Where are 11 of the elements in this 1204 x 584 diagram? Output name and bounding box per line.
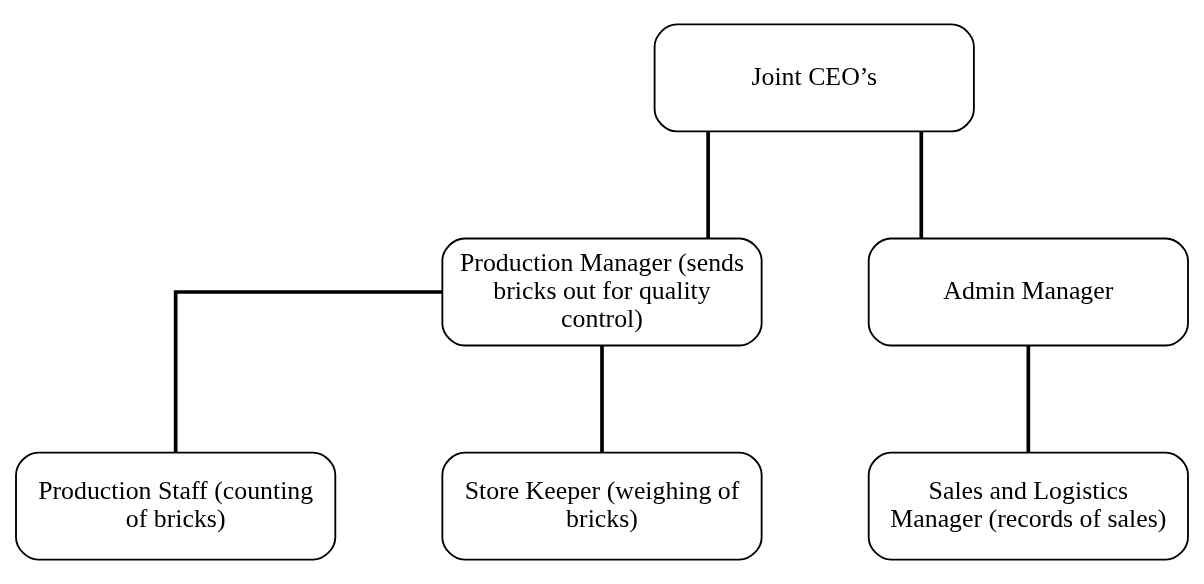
node-box: Production Manager (sends bricks out for quality control)	[441, 237, 763, 347]
connector	[706, 131, 710, 238]
connector	[919, 131, 924, 238]
node-box: Production Staff (counting of bricks)	[15, 451, 337, 561]
node-box: Sales and Logistics Manager (records of sales)	[867, 451, 1189, 561]
node-box: Joint CEO’s	[653, 23, 975, 133]
node-box: Admin Manager	[867, 237, 1189, 347]
connector	[173, 290, 443, 453]
connector	[600, 346, 604, 453]
node-box: Store Keeper (weighing of bricks)	[441, 451, 763, 561]
connector	[1026, 346, 1031, 453]
